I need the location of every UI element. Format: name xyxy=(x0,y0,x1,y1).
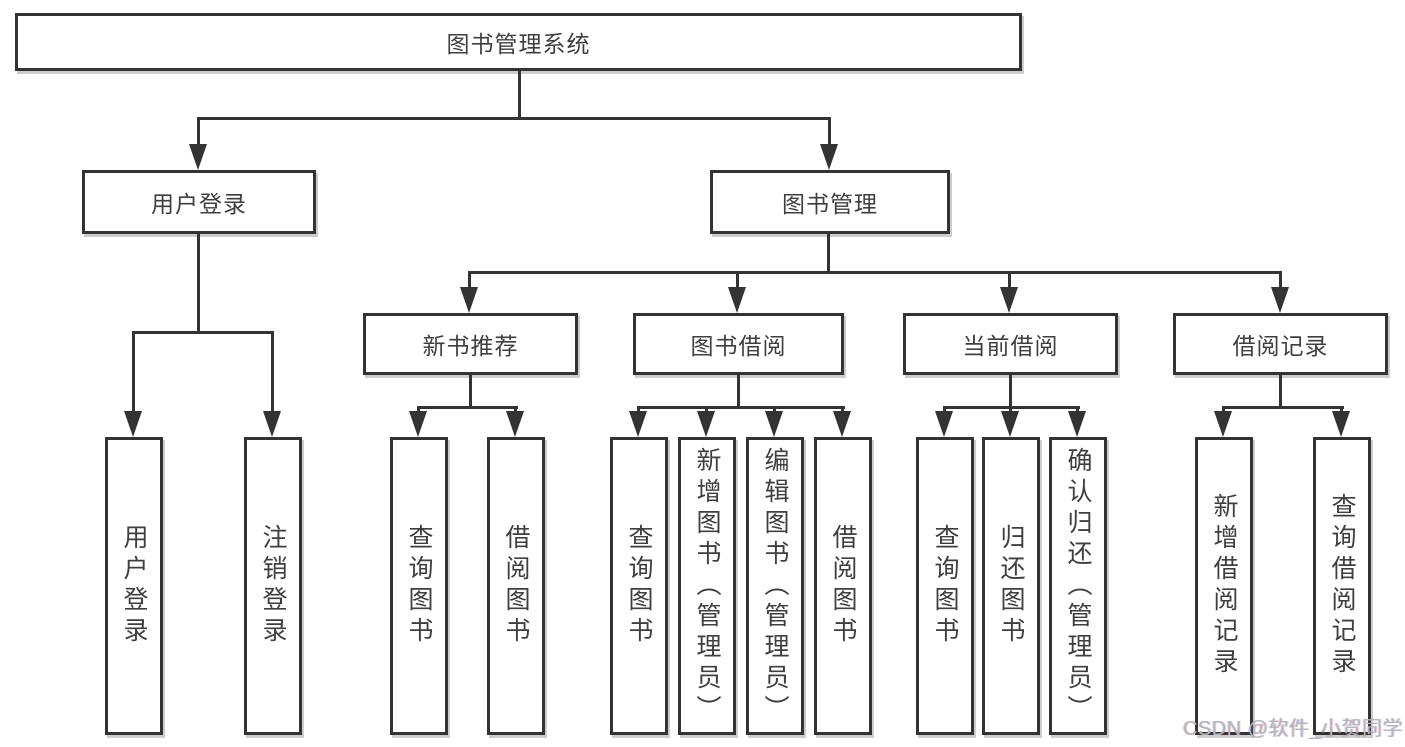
leaf-query-books: 查询图书 xyxy=(610,437,668,735)
connector-arrow xyxy=(935,406,953,437)
leaf-query-borrow-record: 查询借阅记录 xyxy=(1313,437,1371,735)
leaf-user-login: 用户登录 xyxy=(105,437,163,735)
node-borrowing-records: 借阅记录 xyxy=(1173,313,1388,375)
connector-line xyxy=(637,406,845,409)
connector-arrow xyxy=(1068,406,1086,437)
connector-arrow xyxy=(263,331,281,437)
connector-line xyxy=(1009,375,1012,409)
leaf-query-books: 查询图书 xyxy=(390,437,448,735)
connector-arrow xyxy=(1001,406,1019,437)
connector-line xyxy=(468,271,1282,274)
node-book-management: 图书管理 xyxy=(710,170,950,234)
connector-line xyxy=(1222,406,1344,409)
connector-arrow xyxy=(189,117,207,170)
connector-arrow xyxy=(765,406,783,437)
node-library-system: 图书管理系统 xyxy=(15,13,1022,71)
leaf-query-books: 查询图书 xyxy=(916,437,974,735)
connector-arrow xyxy=(629,406,647,437)
connector-arrow xyxy=(697,406,715,437)
connector-arrow xyxy=(460,271,478,313)
connector-line xyxy=(197,117,831,120)
connector-line xyxy=(518,71,521,118)
connector-line xyxy=(417,406,518,409)
leaf-borrow-books: 借阅图书 xyxy=(814,437,872,735)
connector-line xyxy=(737,375,740,409)
leaf-confirm-return-admin: 确认归还（管理员） xyxy=(1049,437,1107,735)
connector-arrow xyxy=(728,271,746,313)
connector-arrow xyxy=(1332,406,1350,437)
connector-line xyxy=(827,234,830,274)
leaf-edit-book-admin: 编辑图书（管理员） xyxy=(746,437,804,735)
node-new-book-recommendation: 新书推荐 xyxy=(363,313,578,375)
node-book-borrowing: 图书借阅 xyxy=(633,313,844,375)
node-current-borrowing: 当前借阅 xyxy=(903,313,1118,375)
leaf-logout: 注销登录 xyxy=(244,437,302,735)
node-user-login: 用户登录 xyxy=(82,170,316,234)
connector-arrow xyxy=(820,117,838,170)
connector-arrow xyxy=(833,406,851,437)
connector-line xyxy=(197,234,200,334)
connector-arrow xyxy=(1271,271,1289,313)
leaf-add-borrow-record: 新增借阅记录 xyxy=(1195,437,1253,735)
connector-arrow xyxy=(506,406,524,437)
leaf-borrow-books: 借阅图书 xyxy=(487,437,545,735)
connector-arrow xyxy=(124,331,142,437)
connector-arrow xyxy=(1214,406,1232,437)
connector-line xyxy=(469,375,472,409)
connector-arrow xyxy=(409,406,427,437)
connector-line xyxy=(132,331,274,334)
watermark: CSDN @软件_小贺同学 xyxy=(1183,718,1404,740)
connector-line xyxy=(1279,375,1282,409)
connector-arrow xyxy=(1000,271,1018,313)
leaf-return-book: 归还图书 xyxy=(982,437,1040,735)
leaf-add-book-admin: 新增图书（管理员） xyxy=(678,437,736,735)
